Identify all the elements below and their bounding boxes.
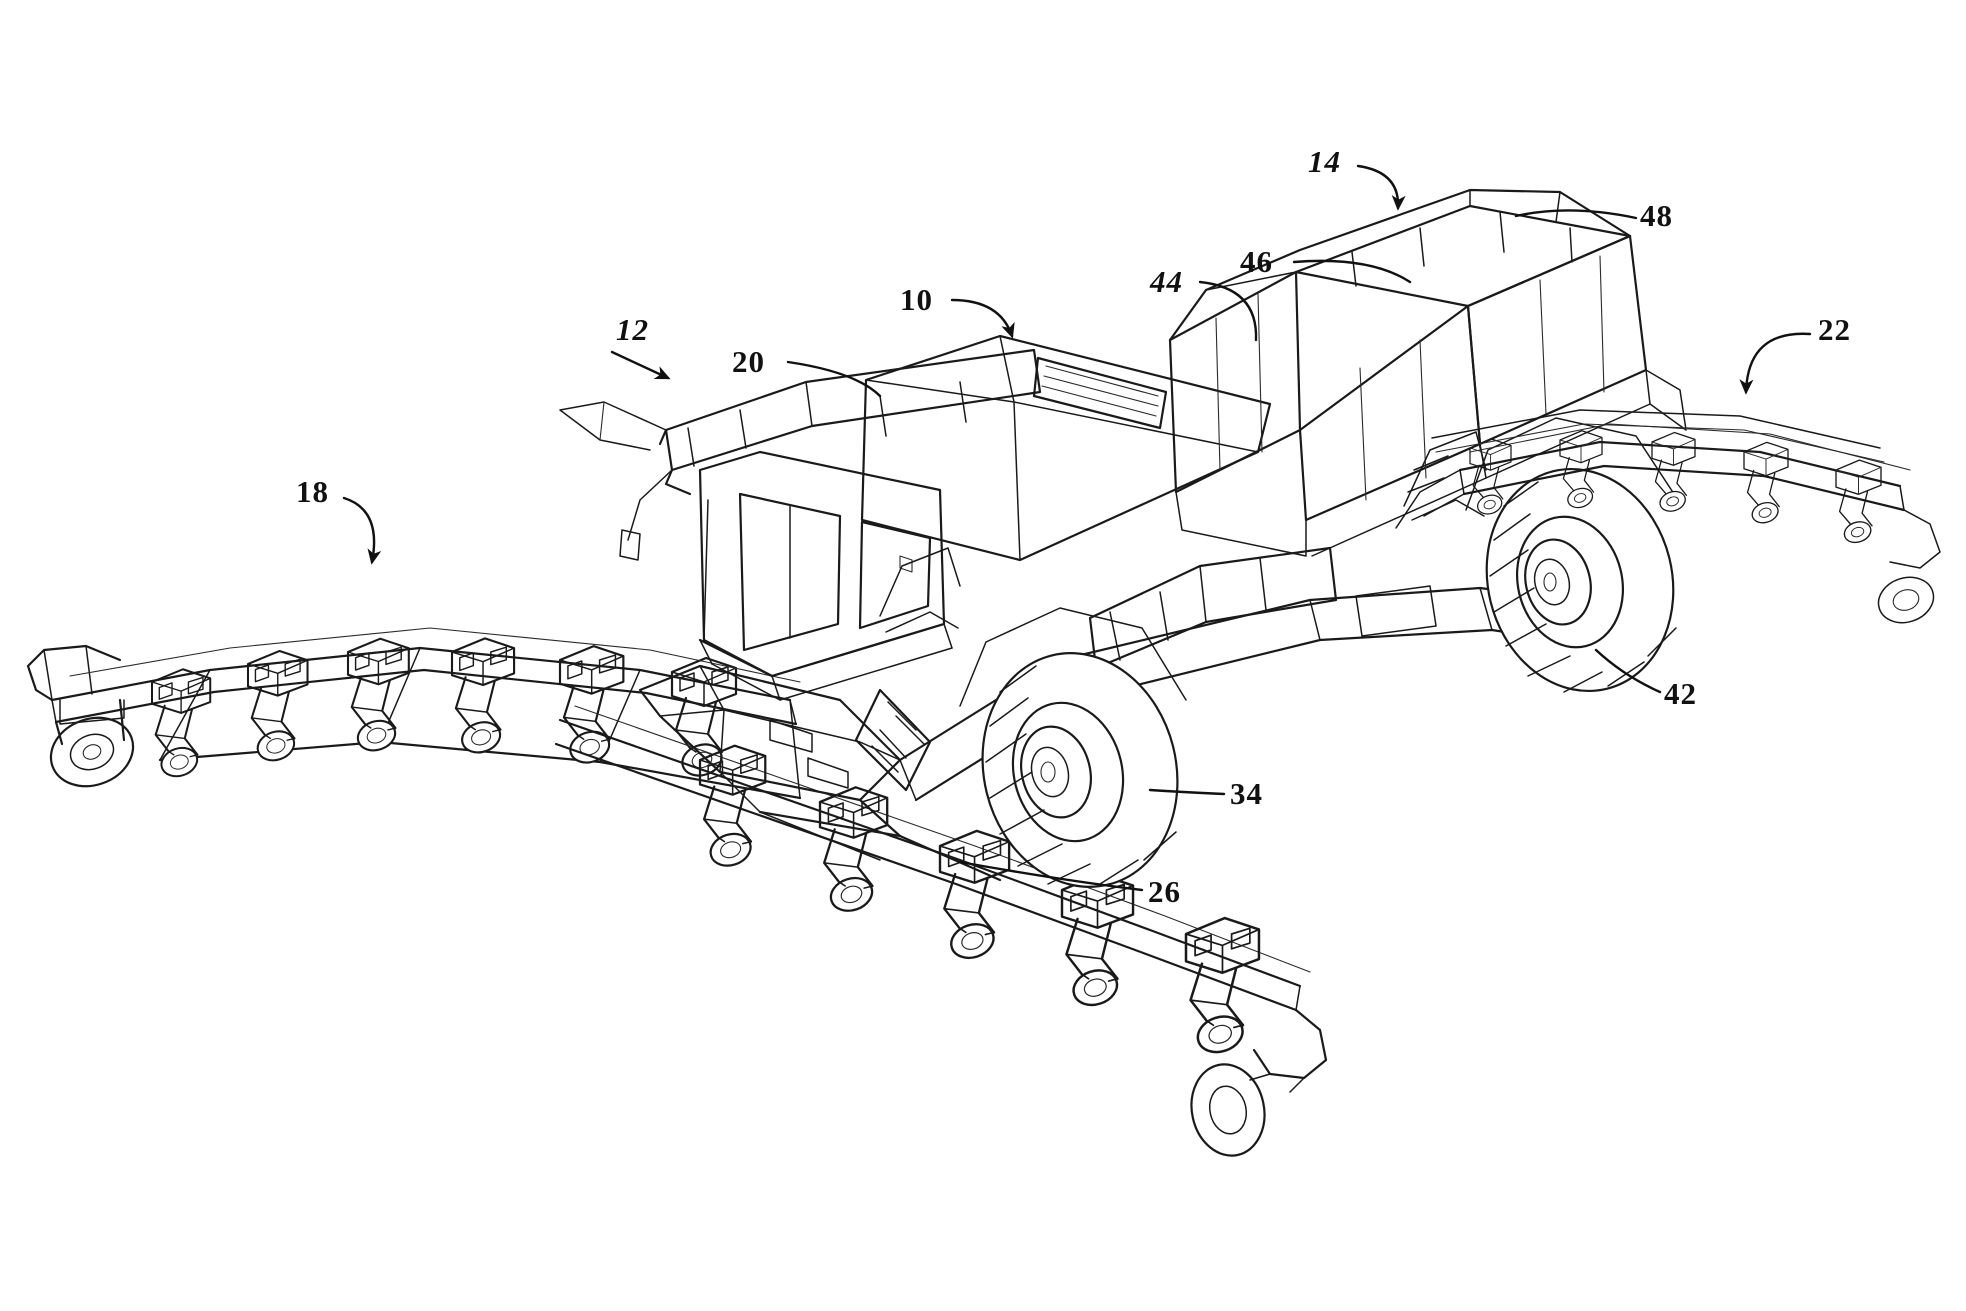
far-side-wheels: [879, 431, 1487, 633]
ref-label-10: 10: [900, 282, 933, 317]
ref-label-18: 18: [296, 474, 329, 509]
right-toolbar-wing: [1395, 423, 1941, 624]
ref-label-34: 34: [1230, 776, 1263, 811]
ref-numeral-12: 12: [610, 312, 671, 380]
leader-46: [1292, 259, 1412, 284]
ref-label-42: 42: [1664, 676, 1697, 711]
ref-label-26: 26: [1148, 874, 1181, 909]
leader-10: [950, 298, 1015, 339]
leader-48: [1514, 209, 1638, 220]
ref-numeral-42: 42: [1594, 648, 1697, 711]
ref-label-46: 46: [1240, 244, 1273, 279]
leader-34: [1148, 788, 1226, 796]
leader-26: [958, 860, 1144, 892]
rear-tank: [1168, 188, 1687, 557]
rear-wheel: [1465, 417, 1679, 693]
ref-label-20: 20: [732, 344, 765, 379]
ref-numeral-46: 46: [1240, 244, 1412, 284]
front-toolbar-section: [554, 705, 1328, 1157]
ref-label-12: 12: [616, 312, 649, 347]
ref-numeral-48: 48: [1514, 198, 1673, 233]
ref-numeral-10: 10: [900, 282, 1015, 339]
left-toolbar-wing: [26, 627, 802, 800]
ref-label-22: 22: [1818, 312, 1851, 347]
ref-numeral-22: 22: [1739, 312, 1851, 395]
ref-numeral-14: 14: [1308, 144, 1406, 211]
ref-numeral-20: 20: [732, 344, 882, 398]
ref-numeral-34: 34: [1148, 776, 1263, 811]
leader-44: [1198, 280, 1258, 342]
leader-18: [342, 496, 382, 565]
leader-42: [1594, 648, 1662, 694]
right-toolbar-wing-far: [1431, 409, 1885, 463]
leader-14: [1356, 164, 1406, 211]
ref-numeral-26: 26: [958, 860, 1181, 909]
leader-22: [1739, 332, 1812, 395]
front-wheel: [959, 607, 1187, 888]
leader-20: [786, 360, 882, 398]
center-frame: [638, 664, 1002, 882]
ref-numeral-18: 18: [296, 474, 382, 565]
ref-label-48: 48: [1640, 198, 1673, 233]
ref-label-14: 14: [1308, 144, 1341, 179]
leader-12: [610, 350, 671, 380]
ref-numeral-44: 44: [1149, 264, 1258, 342]
ref-label-44: 44: [1149, 264, 1183, 299]
